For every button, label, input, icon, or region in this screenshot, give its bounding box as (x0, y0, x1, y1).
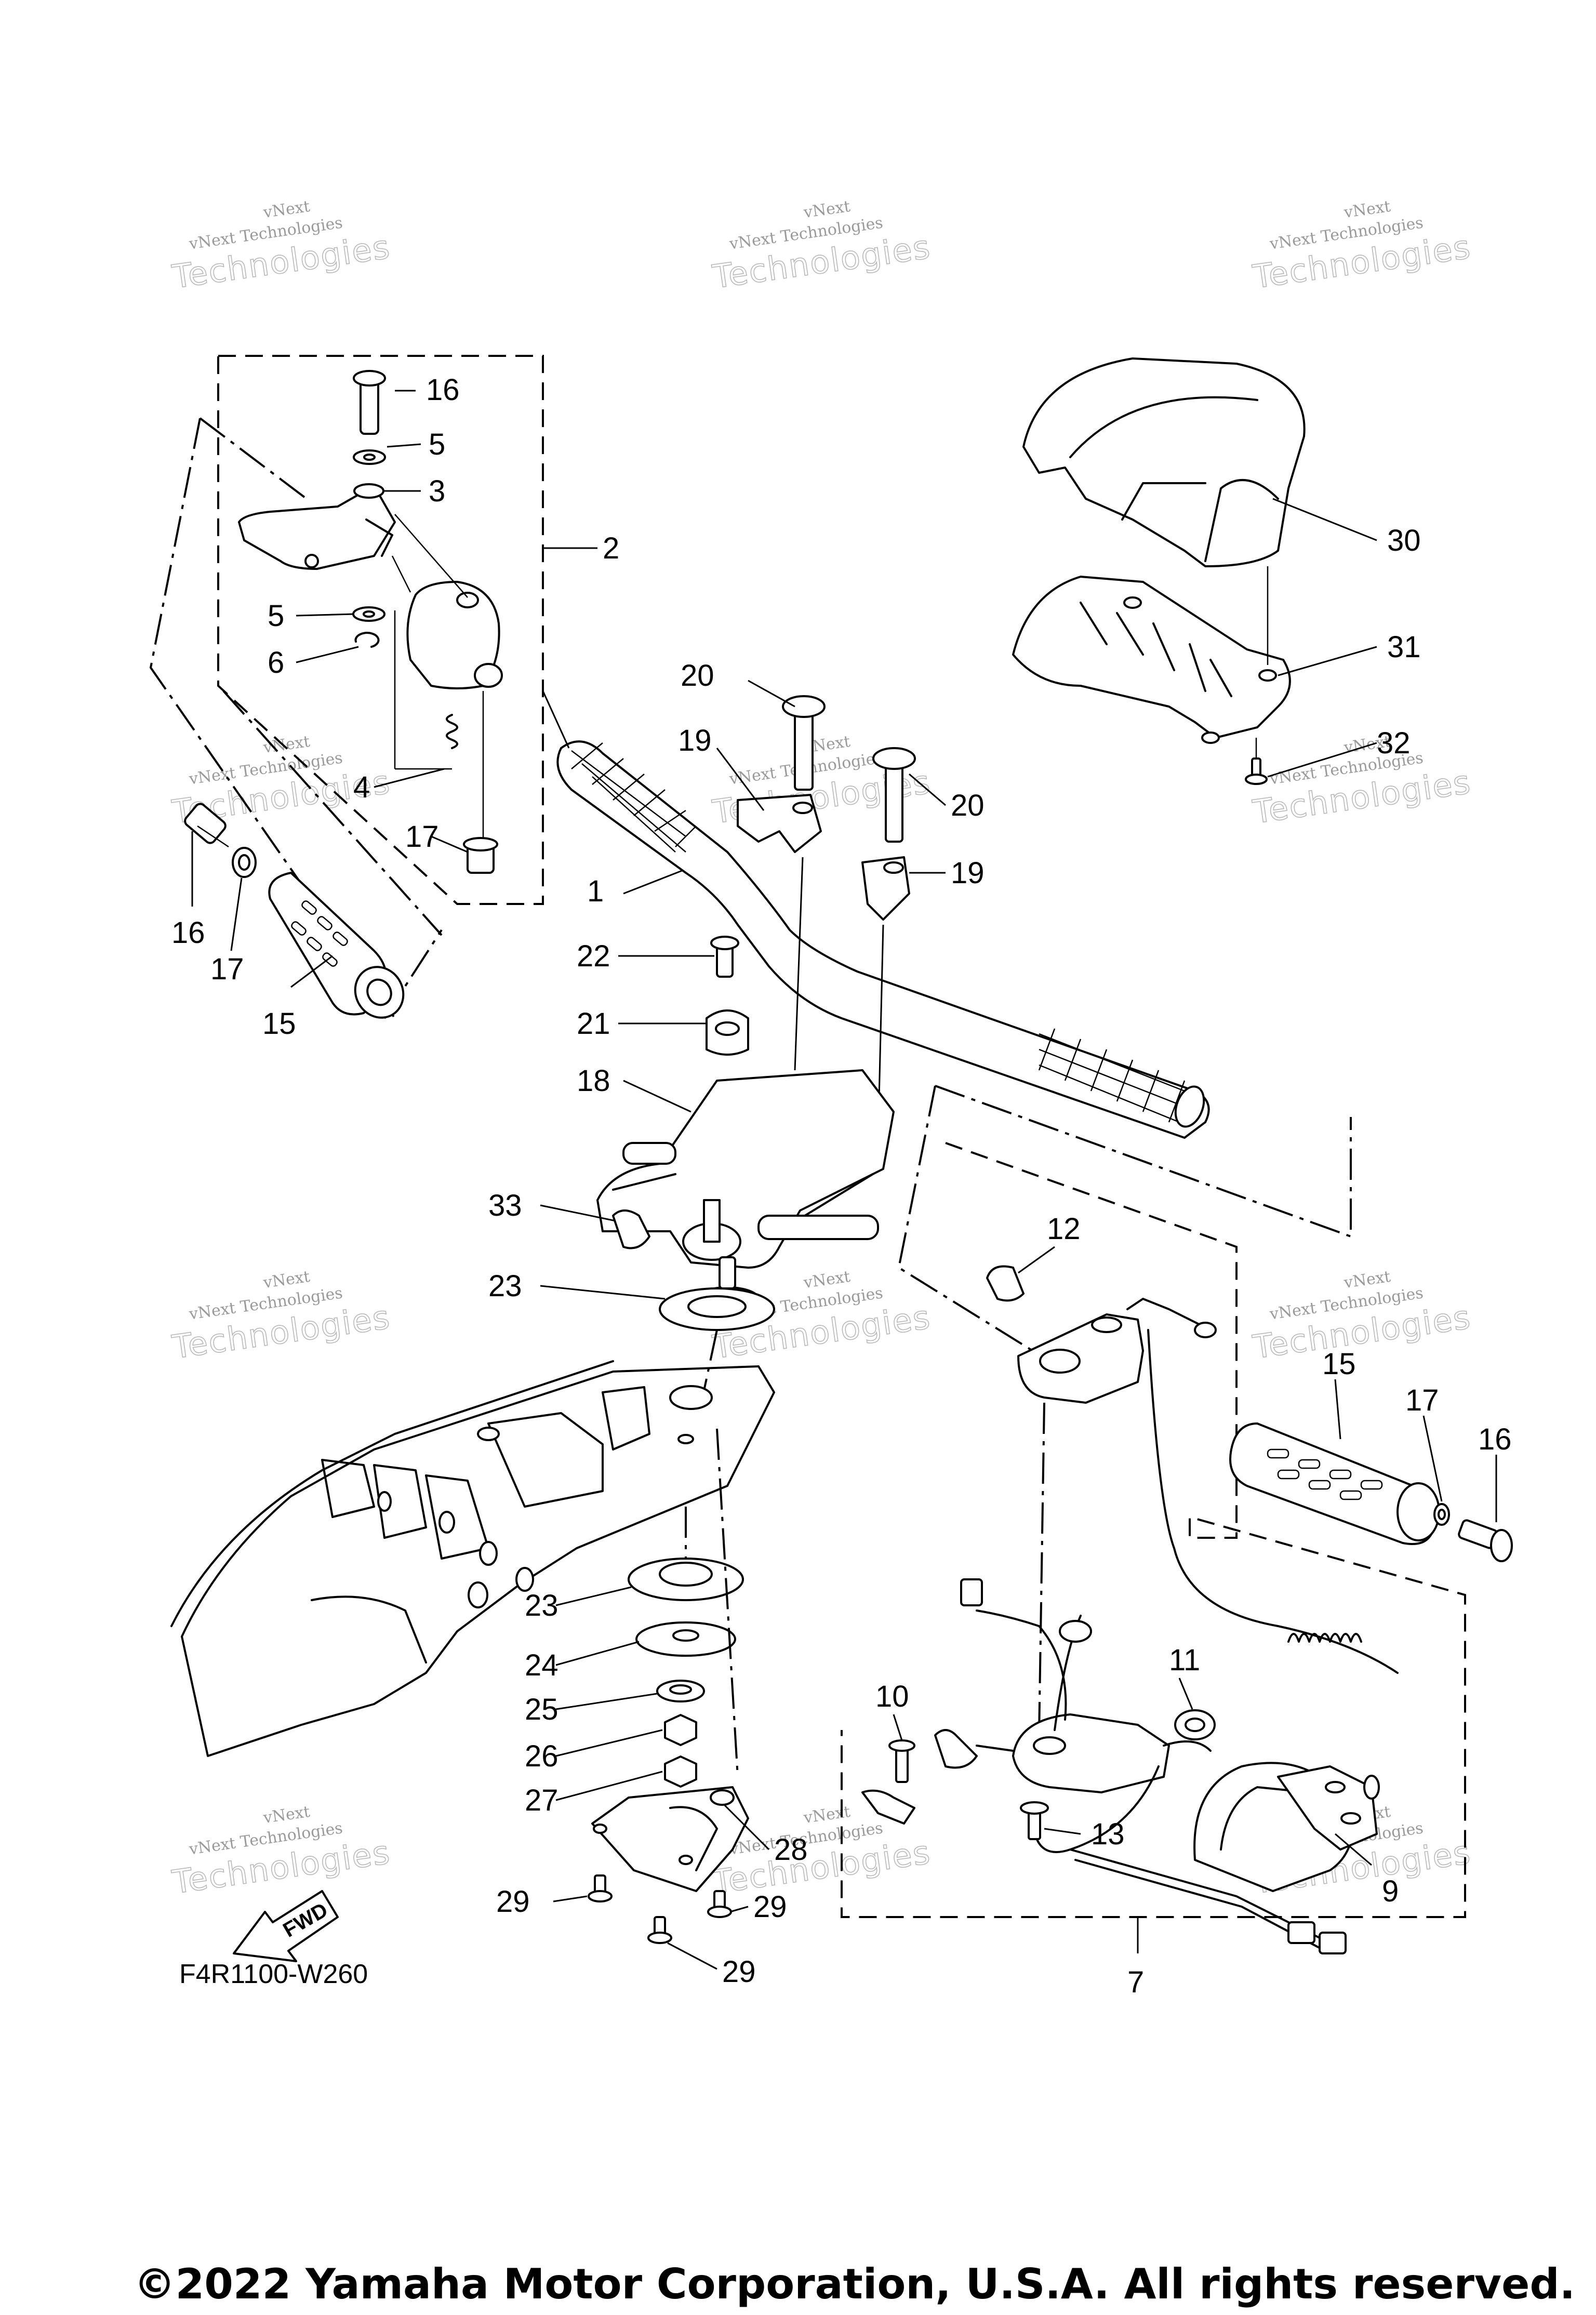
copyright-notice: ©2022 Yamaha Motor Corporation, U.S.A. A… (134, 2260, 1575, 2308)
callout-26: 26 (525, 1739, 558, 1773)
callout-4: 4 (353, 770, 370, 804)
throttle-assembly (149, 355, 597, 1019)
handlebar-cover (1012, 357, 1306, 785)
svg-text:vNext: vNext (1342, 1268, 1392, 1292)
callout-8: 17 (405, 820, 439, 854)
callout-3: 3 (429, 474, 445, 508)
callout-17: 17 (1405, 1383, 1439, 1417)
svg-text:vNext: vNext (262, 1803, 311, 1827)
callout-16: 16 (171, 916, 205, 950)
callout-24: 24 (525, 1648, 558, 1682)
callout-7: 16 (426, 373, 460, 407)
left-grip-parts (184, 803, 405, 1019)
callout-15: 15 (262, 1007, 296, 1041)
svg-text:vNext: vNext (262, 1268, 311, 1292)
callout-13: 12 (1047, 1212, 1081, 1246)
callout-33: 33 (488, 1189, 522, 1222)
callout-30: 30 (1387, 524, 1421, 557)
watermark: vNext vNext Technologies Technologies (169, 1803, 393, 1901)
svg-text:vNext: vNext (262, 733, 311, 757)
callout-20: 20 (951, 789, 985, 822)
watermark: vNext vNext Technologies Technologies (1250, 1268, 1474, 1366)
watermark: vNext vNext Technologies Technologies (169, 1268, 393, 1366)
upper-washer (659, 1287, 775, 1403)
diagram-code: F4R1100-W260 (179, 1959, 368, 1989)
steering-frame (170, 1360, 775, 1757)
callout-16: 16 (1478, 1422, 1512, 1456)
watermark: vNext vNext Technologies Technologies (1250, 733, 1474, 831)
callout-12: 11 (1169, 1643, 1200, 1677)
handlebar (542, 690, 1210, 1139)
svg-text:vNext: vNext (262, 197, 311, 222)
callout-19: 19 (951, 856, 985, 890)
callout-31: 31 (1387, 630, 1421, 664)
callout-28: 28 (774, 1833, 808, 1867)
callout-23: 23 (488, 1269, 522, 1303)
callout-15: 15 (1322, 1347, 1356, 1381)
svg-text:vNext: vNext (802, 197, 852, 222)
callout-6: 6 (268, 646, 284, 680)
watermark: vNext vNext Technologies Technologies (1250, 197, 1474, 296)
callout-1: 1 (587, 874, 604, 908)
callout-17: 17 (210, 952, 244, 986)
watermark: vNext vNext Technologies Technologies (710, 197, 934, 296)
lower-stack (588, 1428, 749, 1944)
callout-5: 5 (429, 428, 445, 461)
callout-9: 7 (1127, 1965, 1144, 1999)
callout-11: 10 (875, 1680, 909, 1713)
callout-19: 19 (678, 724, 712, 757)
callout-29: 29 (753, 1890, 787, 1924)
svg-text:vNext: vNext (1342, 197, 1392, 222)
handlebar-clamps (737, 695, 916, 1143)
fwd-arrow: FWD (233, 1890, 339, 1962)
callout-25: 25 (525, 1693, 558, 1726)
callout-20: 20 (681, 659, 714, 693)
callout-18: 18 (577, 1064, 610, 1098)
watermark: vNext vNext Technologies Technologies (169, 197, 393, 296)
callouts: 16 5 3 2 5 6 4 17 16 17 15 20 19 20 19 1… (171, 373, 1512, 1999)
leader-lines (191, 390, 1497, 1970)
callout-10: 9 (1382, 1874, 1399, 1908)
callout-29: 29 (496, 1885, 530, 1919)
callout-21: 21 (577, 1007, 610, 1041)
callout-23: 23 (525, 1589, 558, 1622)
callout-2: 2 (603, 531, 619, 565)
callout-27: 27 (525, 1784, 558, 1817)
svg-text:vNext: vNext (802, 1803, 852, 1827)
callout-29: 29 (722, 1955, 756, 1989)
switch-assembly (841, 1085, 1513, 1954)
callout-14: 13 (1091, 1817, 1125, 1851)
callout-5: 5 (268, 599, 284, 633)
callout-32: 32 (1377, 726, 1411, 760)
svg-text:vNext: vNext (802, 1268, 852, 1292)
callout-22: 22 (577, 939, 610, 973)
